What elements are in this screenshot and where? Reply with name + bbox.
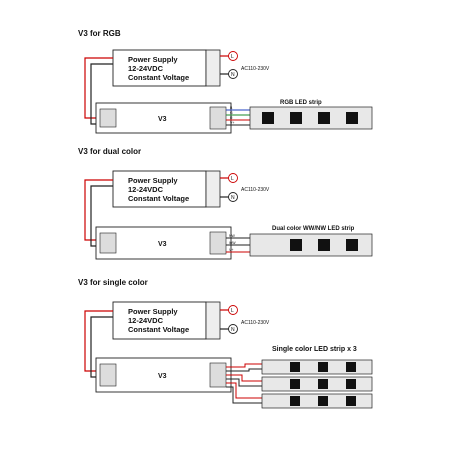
controller-label: V3 — [158, 241, 167, 248]
neutral-terminal-icon — [228, 324, 238, 334]
led-chip — [318, 362, 328, 372]
led-strip-1 — [261, 359, 373, 375]
neutral-label: N — [231, 72, 235, 78]
power-supply-terminal — [205, 301, 221, 340]
channel-vplus: V+ — [229, 248, 233, 252]
live-terminal-icon — [228, 173, 238, 183]
live-terminal-icon — [228, 305, 238, 315]
led-chip — [318, 379, 328, 389]
channel-ww: WW — [229, 241, 236, 245]
controller-output-terminal — [209, 362, 227, 388]
led-chip — [262, 112, 274, 124]
wire-strip1-negative — [226, 368, 262, 372]
controller-label: V3 — [158, 373, 167, 380]
ac-voltage-label: AC110-230V — [241, 66, 270, 72]
power-supply-box — [112, 301, 207, 340]
wire-strip3-positive — [226, 382, 262, 399]
psu-line2: 12-24VDC — [128, 316, 164, 325]
ac-voltage-label: AC110-230V — [241, 320, 270, 326]
controller-box — [95, 226, 232, 260]
led-chip — [318, 112, 330, 124]
psu-line1: Power Supply — [128, 307, 178, 316]
controller-box — [95, 102, 232, 134]
controller-input-terminal — [99, 363, 117, 387]
controller-input-terminal — [99, 108, 117, 128]
led-strip-2 — [261, 376, 373, 392]
led-strip-3 — [261, 393, 373, 409]
led-chip — [290, 112, 302, 124]
channel-vplus: V+ — [230, 121, 234, 125]
led-chip — [318, 396, 328, 406]
dc-positive-wire — [84, 310, 113, 372]
wire-strip2-negative — [226, 378, 262, 387]
psu-line3: Constant Voltage — [128, 194, 189, 203]
psu-line3: Constant Voltage — [128, 73, 189, 82]
led-strip — [249, 106, 373, 130]
power-supply-box — [112, 49, 207, 87]
section-dual-color: V3 for dual color Power Supply 12-24VDC … — [78, 147, 373, 260]
psu-line3: Constant Voltage — [128, 325, 189, 334]
psu-line2: 12-24VDC — [128, 185, 164, 194]
channel-g: G — [230, 111, 233, 115]
controller-output-terminal — [209, 231, 227, 255]
controller-output-terminal — [209, 106, 227, 130]
section-single-color: V3 for single color Power Supply 12-24VD… — [78, 278, 373, 409]
led-chip — [290, 379, 300, 389]
section-rgb: V3 for RGB Power Supply 12-24VDC Constan… — [78, 29, 373, 134]
controller-input-terminal — [99, 232, 117, 254]
led-chip — [346, 396, 356, 406]
dc-negative-wire — [90, 63, 113, 125]
psu-line1: Power Supply — [128, 176, 178, 185]
led-chip — [346, 362, 356, 372]
led-chip — [346, 239, 358, 251]
live-label: L — [231, 54, 234, 60]
led-strip — [249, 233, 373, 257]
led-chip — [290, 362, 300, 372]
dc-positive-wire — [84, 179, 113, 241]
dc-negative-wire — [90, 185, 113, 247]
live-label: L — [231, 308, 234, 314]
psu-line2: 12-24VDC — [128, 64, 164, 73]
neutral-label: N — [231, 195, 235, 201]
power-supply-box — [112, 170, 207, 208]
psu-line1: Power Supply — [128, 55, 178, 64]
led-chip — [290, 396, 300, 406]
neutral-label: N — [231, 327, 235, 333]
strip-label: RGB LED strip — [280, 100, 322, 106]
ac-voltage-label: AC110-230V — [241, 187, 270, 193]
led-chip — [318, 239, 330, 251]
live-terminal-icon — [228, 51, 238, 61]
wire-strip1-positive — [226, 363, 262, 368]
strip-label: Single color LED strip x 3 — [272, 346, 357, 353]
power-supply-terminal — [205, 49, 221, 87]
channel-nw: NW — [229, 234, 236, 238]
section-title-rgb: V3 for RGB — [78, 29, 121, 38]
dc-negative-wire — [90, 316, 113, 378]
wire-strip3-negative — [226, 386, 262, 404]
channel-r: R — [230, 116, 233, 120]
led-chip — [290, 239, 302, 251]
controller-label: V3 — [158, 116, 167, 123]
neutral-terminal-icon — [228, 69, 238, 79]
led-chip — [346, 112, 358, 124]
section-title-single: V3 for single color — [78, 278, 148, 287]
wire-strip2-positive — [226, 374, 262, 382]
section-title-dual: V3 for dual color — [78, 147, 141, 156]
dc-positive-wire — [84, 57, 113, 119]
neutral-terminal-icon — [228, 192, 238, 202]
power-supply-terminal — [205, 170, 221, 208]
channel-b: B — [230, 106, 233, 110]
strip-label: Dual color WW/NW LED strip — [272, 226, 355, 232]
led-chip — [346, 379, 356, 389]
live-label: L — [231, 176, 234, 182]
